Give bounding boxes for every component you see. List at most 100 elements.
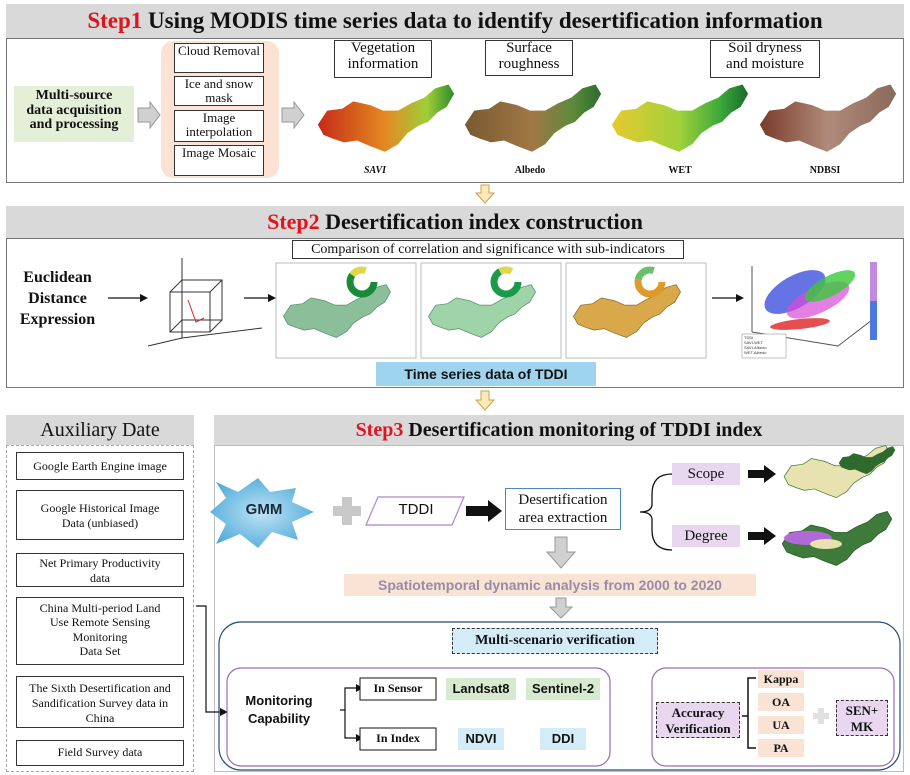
- header-roughness-1: Surface: [506, 40, 552, 56]
- monitoring-frame: [226, 667, 611, 767]
- verification-box: Multi-scenario verification: [452, 628, 658, 654]
- aux-item-text: Google Historical Image: [40, 501, 160, 515]
- aux-item-field: Field Survey data: [16, 740, 184, 766]
- scatter-legend-item: SAVI-WET: [744, 340, 764, 345]
- monitoring-branch: [340, 687, 358, 739]
- process-image-mosaic: Image Mosaic: [174, 145, 264, 176]
- monitoring-label: Monitoring Capability: [234, 692, 324, 727]
- step1-banner: Step1 Using MODIS time series data to id…: [6, 4, 904, 38]
- metrics-bracket: [747, 677, 756, 749]
- extraction-line-1: Desertification: [518, 492, 608, 508]
- step2-label: Step2: [267, 209, 320, 234]
- degree-box: Degree: [672, 525, 740, 547]
- brace-icon: [639, 473, 673, 551]
- plus-icon: [333, 497, 361, 525]
- aux-item-text: Monitoring: [72, 629, 128, 644]
- in-sensor-scroll: [359, 677, 437, 701]
- correlation-map-1: [275, 262, 417, 359]
- arrow-process-to-maps: [281, 100, 305, 130]
- scope-box: Scope: [672, 463, 740, 485]
- step1-title: Using MODIS time series data to identify…: [148, 8, 823, 33]
- senmk-line-2: MK: [850, 719, 874, 735]
- aux-item-text: The Sixth Desertification and: [29, 681, 171, 695]
- arrow-source-to-process: [137, 100, 161, 130]
- in-sensor-label: In Sensor: [373, 681, 423, 695]
- method-line-2: Distance: [28, 289, 87, 307]
- arrow-step2-to-step3: [474, 390, 496, 411]
- gmm-label: GMM: [245, 501, 283, 518]
- source-line-1: Multi-source: [35, 88, 113, 103]
- aux-item-npp: Net Primary Productivity data: [16, 553, 184, 587]
- aux-item-text: Net Primary Productivity: [39, 556, 161, 570]
- process-image-interpolation: Image interpolation: [174, 110, 264, 142]
- header-roughness: Surface roughness: [485, 40, 573, 76]
- scatter-legend-item: TDDI: [744, 335, 754, 340]
- monitoring-line-2: Capability: [247, 710, 311, 726]
- aux-item-text: Data Set: [79, 644, 121, 659]
- step1-label: Step1: [87, 8, 143, 33]
- tddi-parallelogram: [365, 496, 465, 526]
- header-soil-1: Soil dryness: [728, 40, 802, 56]
- header-soil-2: and moisture: [726, 55, 804, 72]
- method-line-1: Euclidean: [23, 269, 92, 286]
- arrow-scope-to-map: [748, 465, 776, 483]
- comparison-box: Comparison of correlation and significan…: [292, 240, 684, 259]
- correlation-map-2: [420, 262, 562, 359]
- method-line-3: Expression: [19, 310, 96, 328]
- correlation-map-3: [565, 262, 707, 359]
- aux-connector: [196, 605, 222, 713]
- tddi-3d-scatter: [741, 262, 877, 359]
- method-label: Euclidean Distance Expression: [10, 268, 105, 330]
- step3-panel: [214, 445, 904, 772]
- ddi-box: DDI: [540, 728, 586, 750]
- aux-connector-head: [220, 708, 228, 716]
- aux-item-text: data: [90, 571, 110, 585]
- aux-panel: [6, 445, 194, 772]
- step3-label: Step3: [355, 419, 404, 441]
- euclidean-cube: [147, 258, 263, 347]
- arrowhead-cube: [268, 294, 276, 302]
- source-box: Multi-source data acquisition and proces…: [14, 86, 134, 142]
- aux-item-text: Field Survey data: [57, 745, 143, 759]
- gmm-star: [210, 478, 314, 548]
- plus-small-icon: [813, 708, 829, 724]
- aux-item-text: Sandification Survey data in: [31, 696, 169, 710]
- degree-map-sand: [810, 539, 842, 549]
- accuracy-line-2: Verification: [665, 721, 731, 737]
- monitoring-line-1: Monitoring: [245, 693, 313, 708]
- source-line-2: data acquisition: [26, 102, 122, 118]
- aux-item-text: Google Earth Engine image: [33, 459, 167, 473]
- ndvi-box: NDVI: [458, 728, 504, 750]
- scatter-legend: TDDI SAVI-WET SAVI-Albedo WET-Albedo: [744, 335, 786, 355]
- senmk-line-1: SEN+: [845, 703, 879, 718]
- header-vegetation-1: Vegetation: [350, 40, 416, 56]
- in-index-label: In Index: [376, 731, 420, 745]
- arrow-to-analysis: [545, 536, 577, 569]
- accuracy-frame: [651, 667, 895, 767]
- aux-item-land-use: China Multi-period Land Use Remote Sensi…: [16, 597, 184, 665]
- header-roughness-2: roughness: [498, 55, 560, 72]
- aux-item-gee: Google Earth Engine image: [16, 452, 184, 480]
- arrow-tddi-to-extraction: [466, 500, 502, 522]
- aux-item-text: China: [85, 711, 115, 725]
- scatter-legend-item: SAVI-Albedo: [744, 345, 767, 350]
- aux-item-google-historical: Google Historical Image Data (unbiased): [16, 490, 184, 540]
- source-line-3: and processing: [29, 117, 119, 133]
- aux-item-text: Data (unbiased): [61, 516, 139, 530]
- senmk-box: SEN+ MK: [836, 700, 888, 736]
- accuracy-box: Accuracy Verification: [656, 702, 740, 738]
- accuracy-line-1: Accuracy: [671, 705, 725, 720]
- map-label-ndbsi: NDBSI: [809, 165, 841, 176]
- landsat-box: Landsat8: [446, 678, 516, 700]
- metric-oa: OA: [758, 693, 804, 711]
- arrow-step1-to-step2: [474, 184, 496, 204]
- in-index-scroll: [359, 727, 437, 751]
- step2-title: Desertification index construction: [325, 209, 643, 234]
- extraction-line-2: area extraction: [518, 510, 608, 526]
- sentinel-box: Sentinel-2: [526, 678, 600, 700]
- header-vegetation-2: information: [347, 55, 419, 72]
- scatter-legend-item: WET-Albedo: [744, 350, 767, 355]
